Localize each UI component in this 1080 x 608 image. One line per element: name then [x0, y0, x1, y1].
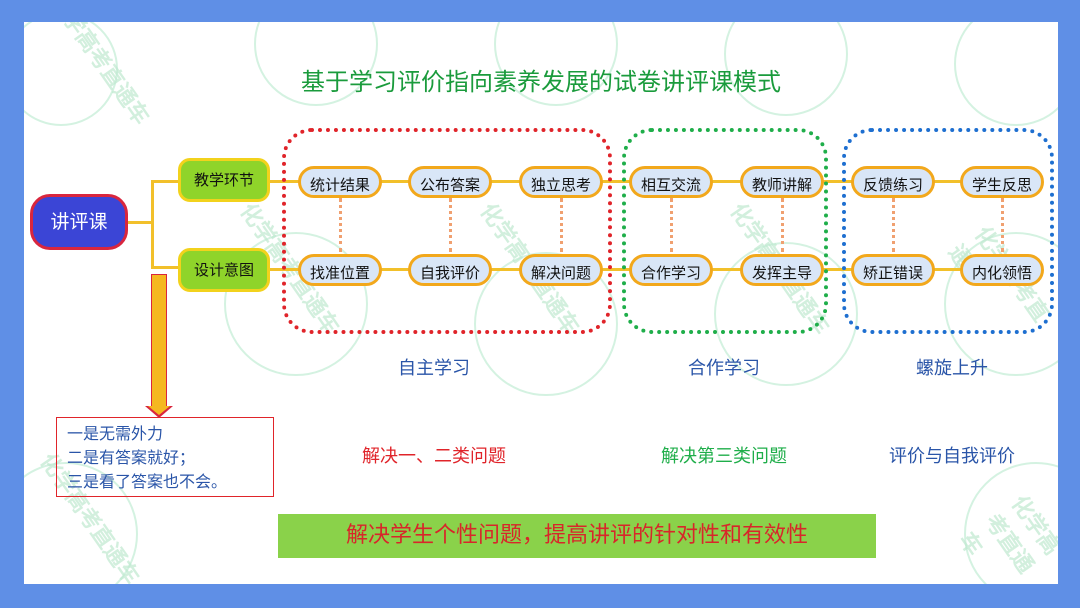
intent-node: 内化领悟	[960, 254, 1044, 286]
intent-node: 合作学习	[629, 254, 713, 286]
step-node: 反馈练习	[851, 166, 935, 198]
dashed-link	[339, 198, 342, 252]
note-line: 三是看了答案也不会。	[67, 472, 228, 491]
note-box: 一是无需外力 二是有答案就好； 三是看了答案也不会。	[56, 417, 274, 497]
watermark-ring	[474, 252, 618, 396]
dashed-link	[892, 198, 895, 252]
watermark-ring	[964, 462, 1058, 584]
group-label: 螺旋上升	[916, 358, 988, 379]
watermark-ring	[954, 22, 1058, 126]
step-node: 学生反思	[960, 166, 1044, 198]
step-node: 独立思考	[519, 166, 603, 198]
step-node: 相互交流	[629, 166, 713, 198]
connector	[151, 180, 154, 266]
sublabel: 解决一、二类问题	[362, 446, 506, 467]
sublabel: 解决第三类问题	[661, 446, 787, 467]
intent-node: 发挥主导	[740, 254, 824, 286]
group-box-self-study	[282, 128, 612, 334]
step-node: 公布答案	[408, 166, 492, 198]
down-arrow-icon	[151, 274, 167, 408]
connector	[128, 221, 152, 224]
intent-node: 矫正错误	[851, 254, 935, 286]
group-label: 自主学习	[398, 358, 470, 379]
note-line: 二是有答案就好；	[67, 448, 196, 467]
connector	[151, 266, 179, 269]
intent-node: 解决问题	[519, 254, 603, 286]
dashed-link	[1001, 198, 1004, 252]
branch-teaching: 教学环节	[178, 158, 270, 202]
connector	[151, 180, 179, 183]
watermark-ring	[224, 232, 368, 376]
group-box-spiral	[842, 128, 1054, 334]
intent-node: 自我评价	[408, 254, 492, 286]
summary-banner: 解决学生个性问题，提高讲评的针对性和有效性	[278, 514, 876, 558]
group-box-cooperative	[622, 128, 828, 334]
note-line: 一是无需外力	[67, 424, 164, 443]
watermark-ring	[24, 462, 138, 584]
dashed-link	[449, 198, 452, 252]
group-label: 合作学习	[688, 358, 760, 379]
step-node: 教师讲解	[740, 166, 824, 198]
branch-design: 设计意图	[178, 248, 270, 292]
sublabel: 评价与自我评价	[889, 446, 1015, 467]
dashed-link	[670, 198, 673, 252]
arrow-head-icon	[148, 406, 170, 415]
page-title: 基于学习评价指向素养发展的试卷讲评课模式	[301, 68, 781, 96]
main-node: 讲评课	[30, 194, 128, 250]
intent-node: 找准位置	[298, 254, 382, 286]
step-node: 统计结果	[298, 166, 382, 198]
watermark-ring	[24, 22, 118, 126]
slide: 化学高考直通车 化学高考直通车 化学高考直通车 化学高考直通车 化学高考直通车 …	[24, 22, 1058, 584]
dashed-link	[560, 198, 563, 252]
dashed-link	[781, 198, 784, 252]
